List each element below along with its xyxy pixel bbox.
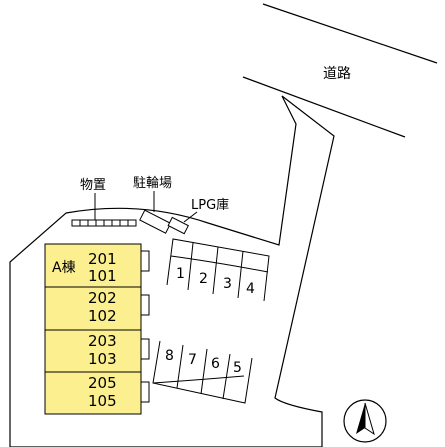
unit-202: 202 (88, 289, 117, 307)
unit-203: 203 (88, 332, 117, 350)
parking-row-bottom: 8 7 6 5 (152, 340, 253, 404)
north-arrow-icon (343, 399, 387, 443)
parking-space-8: 8 (165, 348, 174, 364)
building-a: A棟 201 101 202 102 203 103 205 105 (44, 243, 150, 415)
bicycle-parking-label: 駐輪場 (133, 175, 172, 191)
parking-space-5: 5 (233, 360, 242, 376)
unit-block-3 (44, 329, 142, 373)
lpg-box (167, 216, 189, 235)
parking-row-top-outline (166, 238, 270, 302)
road-label: 道路 (323, 66, 351, 82)
unit-201: 201 (88, 250, 117, 268)
unit-103: 103 (88, 350, 117, 368)
parking-space-3: 3 (223, 276, 232, 292)
lpg-label: LPG庫 (191, 198, 229, 213)
lpg-leader (183, 211, 198, 223)
balcony-4 (140, 381, 150, 403)
unit-102: 102 (88, 307, 117, 325)
bicycle-parking-area (139, 209, 172, 234)
parking-space-6: 6 (211, 356, 220, 372)
balcony-1 (140, 250, 150, 272)
storage-label: 物置 (80, 178, 106, 193)
parking-row-bottom-outline (152, 340, 253, 404)
unit-205: 205 (88, 374, 117, 392)
parking-row-top: 1 2 3 4 (166, 238, 270, 302)
road-line-lower (242, 76, 406, 138)
balcony-3 (140, 338, 150, 360)
unit-block-4 (44, 371, 142, 415)
unit-101: 101 (88, 267, 117, 285)
site-boundary (9, 95, 335, 447)
parking-space-7: 7 (188, 352, 197, 368)
road-line-upper (262, 3, 438, 64)
unit-105: 105 (88, 392, 117, 410)
balcony-2 (140, 294, 150, 316)
parking-space-2: 2 (199, 271, 208, 287)
parking-space-4: 4 (246, 281, 255, 297)
storage-shed (71, 219, 137, 227)
unit-block-1 (44, 243, 142, 288)
building-label: A棟 (52, 260, 76, 276)
parking-space-1: 1 (176, 266, 185, 282)
